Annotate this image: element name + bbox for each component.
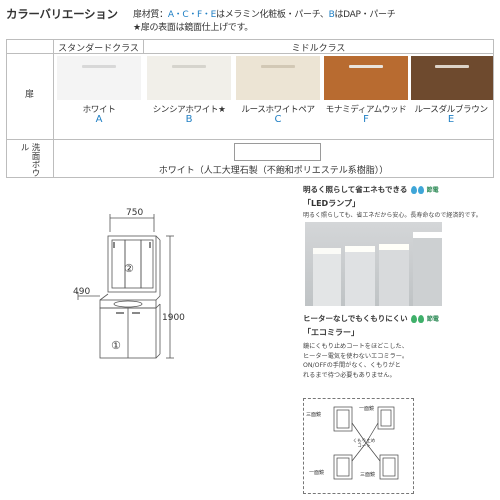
page-title: カラーバリエーション [6, 7, 118, 21]
middle-class-label: ミドルクラス [291, 44, 346, 54]
water-drop-icon [417, 186, 424, 194]
color-name-c: ルースホワイトペア [241, 105, 315, 115]
width-dimension: 750 [126, 208, 144, 218]
led-headline: 明るく照らして省エネもできる 節電 [303, 185, 439, 194]
swatch-f[interactable] [324, 56, 408, 100]
mark-2: ② [124, 262, 134, 275]
height-dimension: 1900 [162, 313, 185, 323]
eco-label-three-face-2: 三面鏡 [360, 472, 376, 478]
water-drop-icon [411, 315, 418, 323]
mark-1: ① [111, 339, 121, 352]
vanity-dimension-diagram [77, 214, 174, 359]
color-code-e: E [447, 114, 455, 125]
eco-description: 鏡にくもり止めコートをほどこした、 ヒーター電気を使わないエコミラー。 ON/O… [303, 343, 409, 379]
led-mirror-photo [305, 222, 442, 306]
depth-dimension: 490 [73, 287, 91, 297]
color-name-e: ルースダルブラウン [414, 105, 488, 115]
color-code-b: B [185, 114, 193, 125]
bowl-swatch[interactable] [234, 143, 321, 161]
color-code-c: C [274, 114, 282, 125]
swatch-a[interactable] [57, 56, 141, 100]
color-name-f: モナミディアムウッド [325, 105, 407, 115]
door-handle-a [82, 65, 116, 68]
door-handle-f [349, 65, 383, 68]
standard-class-label: スタンダードクラス [58, 44, 139, 54]
finish-note: ★扉の表面は鏡面仕上げです。 [133, 23, 253, 33]
eco-mirror-diagram: 三面鏡 一面鏡 くもり止めコート 一面鏡 三面鏡 [303, 398, 414, 494]
bowl-color-text: ホワイト（人工大理石製（不飽和ポリエステル系樹脂）） [158, 166, 389, 176]
bowl-row [53, 143, 494, 161]
door-handle-e [435, 65, 469, 68]
eco-label-three-face: 三面鏡 [306, 412, 322, 418]
door-handle-b [172, 65, 206, 68]
eco-headline: ヒーターなしでもくもりにくい 節電 [303, 314, 439, 323]
color-code-a: A [95, 114, 103, 125]
eco-name: 「エコミラー」 [303, 328, 359, 337]
eco-label-one-face: 一面鏡 [359, 406, 375, 412]
water-drop-icon [418, 315, 425, 323]
swatch-e[interactable] [411, 56, 493, 100]
door-handle-c [261, 65, 295, 68]
swatch-c[interactable] [236, 56, 320, 100]
color-name-a: ホワイト [82, 105, 116, 115]
eco-label-coat: くもり止めコート [352, 439, 376, 449]
bowl-row-label: 洗面ボウル [19, 143, 40, 177]
color-table: スタンダードクラス ミドルクラス 扉 洗面ボウル ホワイト シンシアホワイト★ … [6, 39, 494, 179]
eco-label-one-face-2: 一面鏡 [309, 470, 325, 476]
water-drop-icon [410, 186, 417, 194]
material-note: 扉材質：A・C・F・Eはメラミン化粧板・パーチ、BはDAP・パーチ [133, 10, 396, 20]
color-code-f: F [363, 114, 369, 125]
color-name-b: シンシアホワイト★ [152, 105, 226, 115]
led-name: 「LEDランプ」 [303, 199, 360, 208]
door-row-label: 扉 [25, 90, 35, 100]
swatch-b[interactable] [147, 56, 231, 100]
led-description: 明るく照らしても、省エネだから安心。長寿命なので経済的です。 [303, 212, 482, 219]
